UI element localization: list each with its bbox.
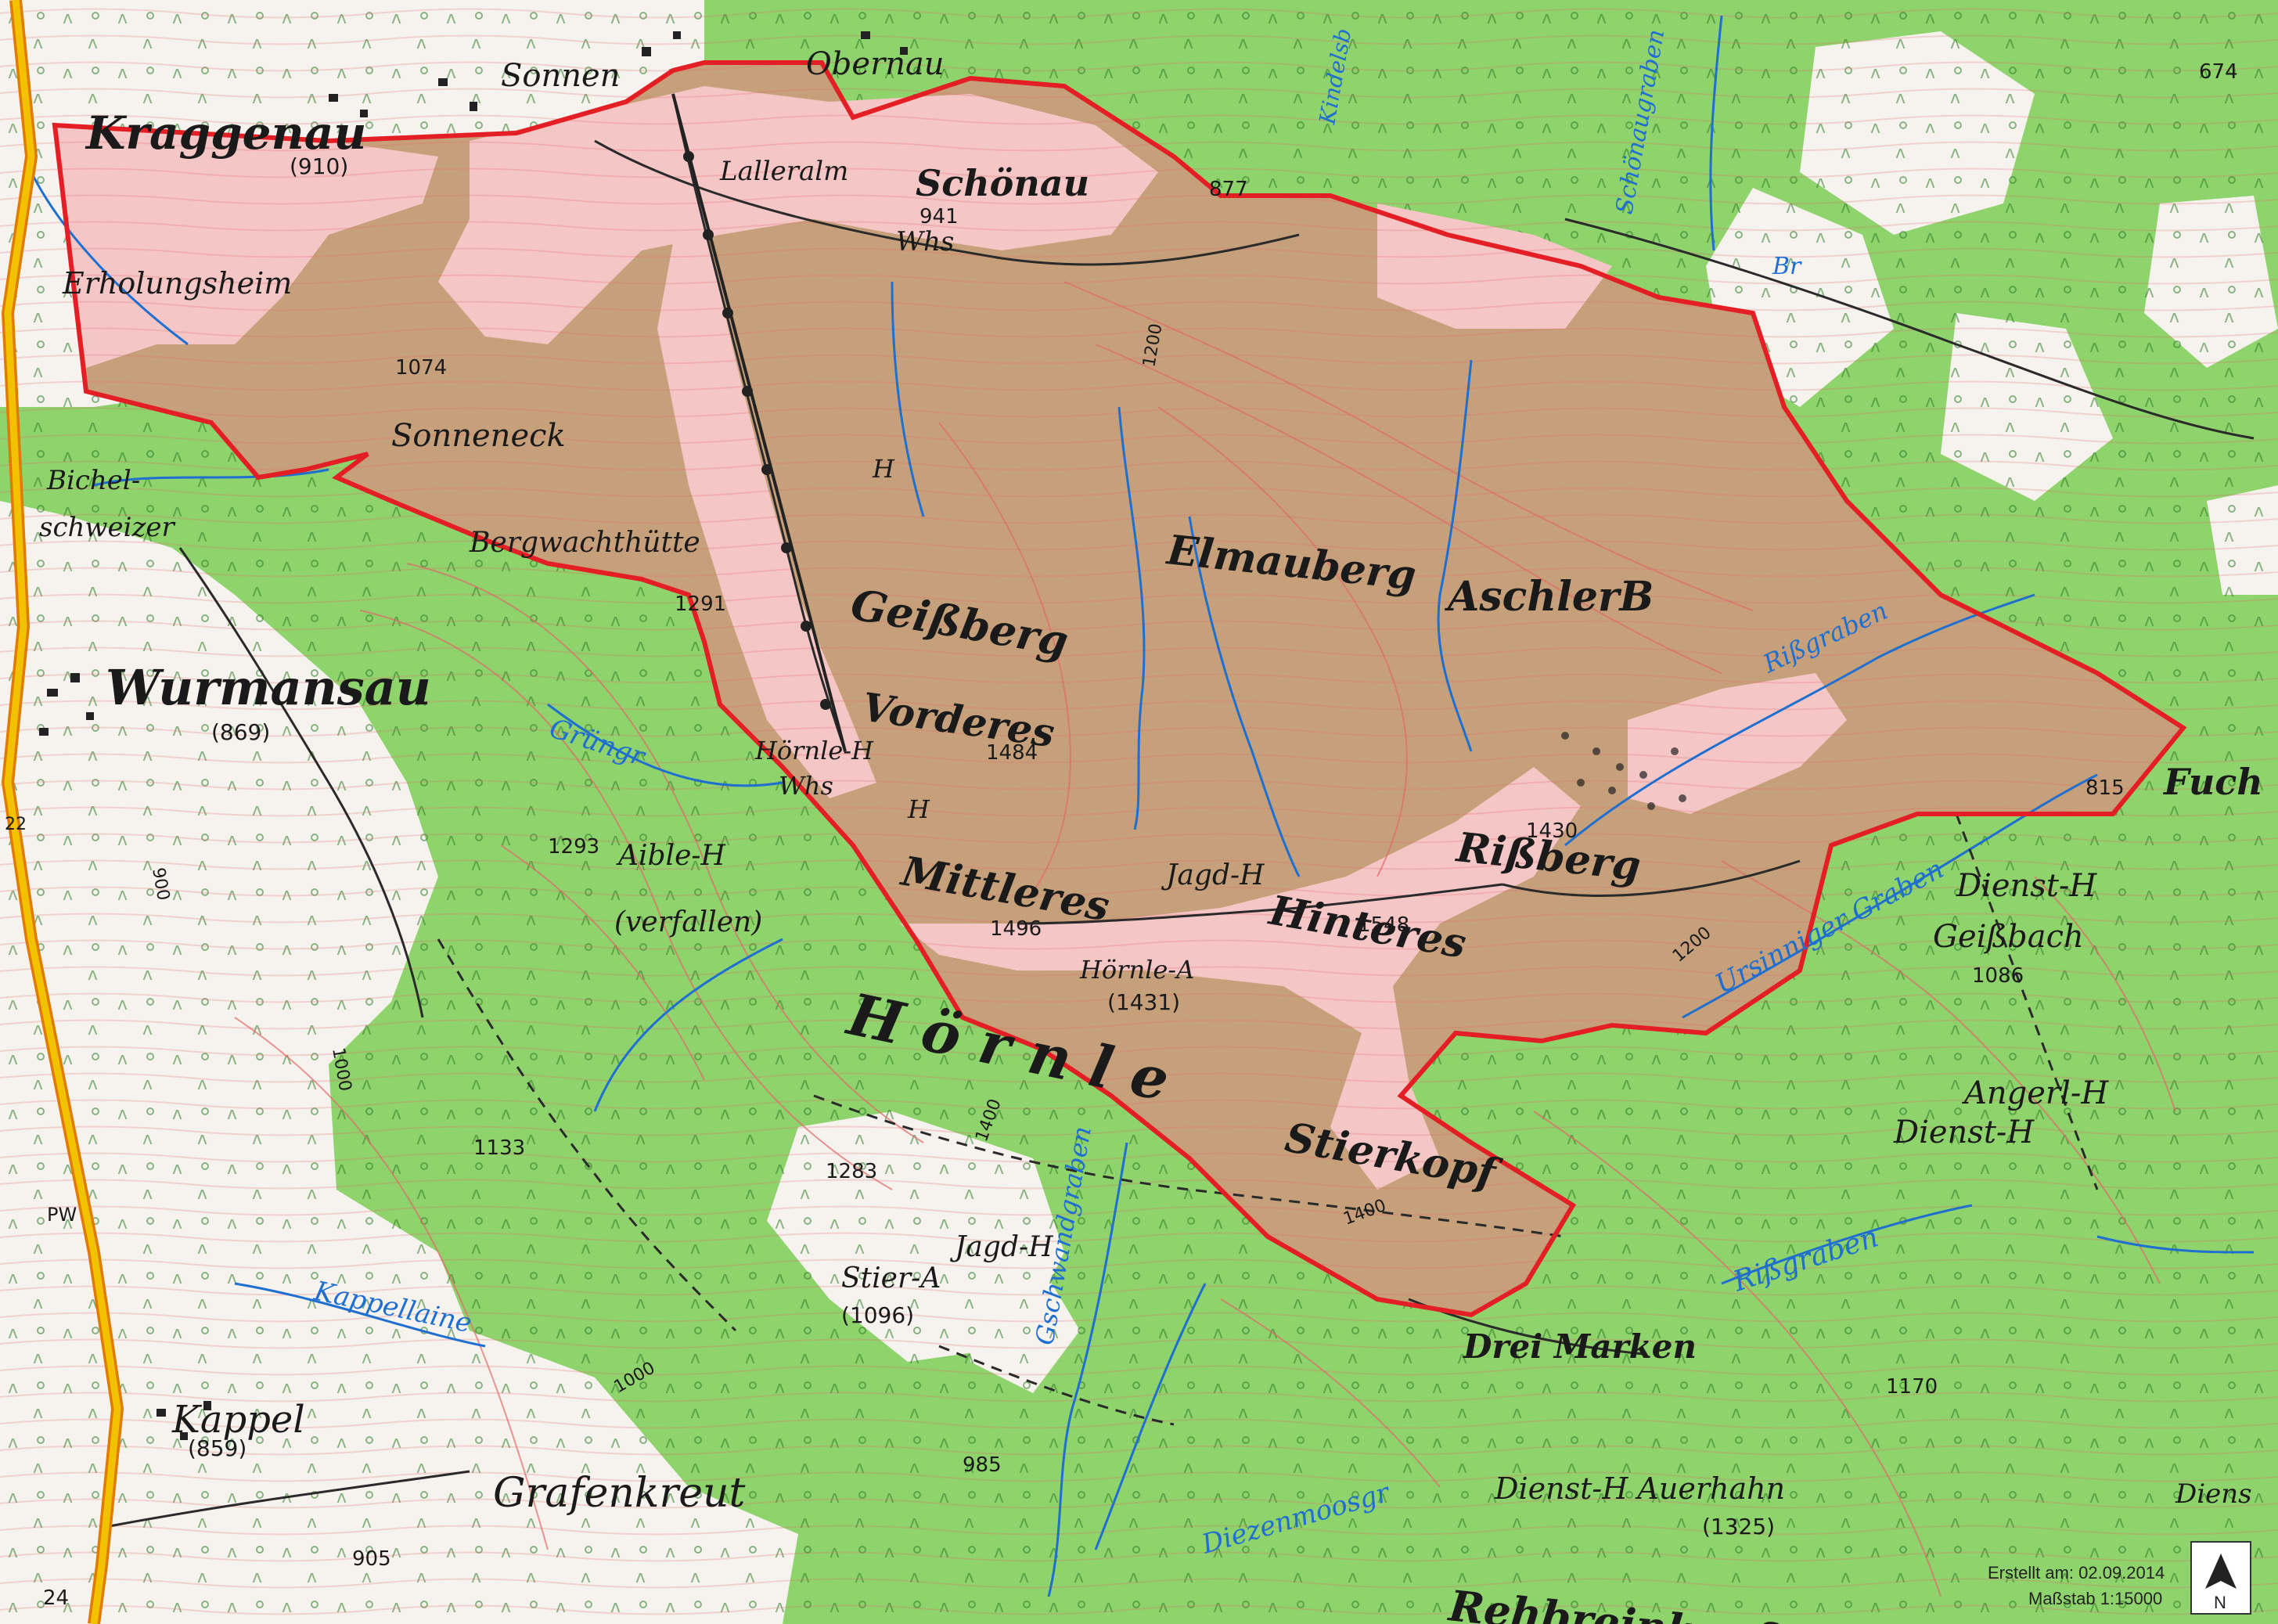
elev-905: 905	[352, 1547, 391, 1571]
elev-985: 985	[963, 1453, 1002, 1477]
map-footer: Erstellt am: 02.09.2014 Maßstab 1:15000	[1988, 1563, 2165, 1608]
elev-1325: (1325)	[1702, 1514, 1775, 1539]
label-dienst-h-2: Dienst-H	[1893, 1114, 2035, 1150]
label-h-2: H	[907, 794, 930, 824]
elev-24: 24	[43, 1586, 69, 1610]
elev-910: (910)	[290, 153, 348, 179]
elev-1133: 1133	[473, 1136, 525, 1160]
label-hornle-h: Hörnle-H	[754, 736, 874, 765]
elev-674: 674	[2199, 60, 2238, 84]
elev-1170: 1170	[1886, 1375, 1938, 1399]
highway	[1, 0, 124, 1624]
elev-941: 941	[919, 205, 959, 229]
label-jagd-h-1: Jagd-H	[1161, 859, 1265, 891]
roads	[109, 93, 2255, 1528]
label-aible-h: Aible-H	[616, 840, 726, 872]
label-erholungsheim: Erholungsheim	[62, 266, 292, 301]
rock-areas	[1561, 732, 1686, 810]
elev-1496: 1496	[990, 917, 1042, 941]
label-verfallen: (verfallen)	[614, 906, 762, 938]
label-h-1: H	[872, 454, 895, 484]
protected-area-boundary[interactable]	[52, 60, 2187, 1318]
elev-1548: 1548	[1358, 913, 1409, 937]
elev-1096: (1096)	[841, 1302, 914, 1328]
label-whs-2: Whs	[779, 771, 833, 801]
label-hornle-a: Hörnle-A	[1079, 955, 1194, 985]
label-kraggenau: Kraggenau	[85, 106, 366, 160]
cable-car	[671, 93, 847, 752]
elev-1293: 1293	[548, 835, 599, 859]
label-drei-marken: Drei Marken	[1463, 1327, 1697, 1366]
label-aschlerb: AschlerB	[1444, 573, 1654, 621]
elev-1484: 1484	[986, 741, 1038, 765]
buildings	[39, 31, 908, 1440]
label-stier-a: Stier-A	[841, 1262, 941, 1295]
label-22: 22	[5, 815, 27, 834]
elev-1074: 1074	[395, 356, 447, 380]
contour-lines	[234, 281, 2176, 1597]
north-arrow-icon: N	[2190, 1541, 2251, 1615]
label-pw: PW	[47, 1204, 77, 1226]
elev-877: 877	[1209, 178, 1248, 201]
map-scale: Maßstab 1:15000	[2028, 1589, 2162, 1608]
label-obernau: Obernau	[806, 46, 945, 82]
label-schweizer: schweizer	[39, 512, 176, 543]
label-dienst-h-1: Dienst-H	[1956, 868, 2097, 904]
label-br: Br	[1772, 253, 1802, 280]
elev-815: 815	[2085, 776, 2125, 800]
label-jagd-h-2: Jagd-H	[949, 1231, 1053, 1263]
elev-859: (859)	[188, 1435, 247, 1461]
label-bergwachthutte: Bergwachthütte	[469, 527, 700, 559]
label-wurmansau: Wurmansau	[106, 659, 431, 716]
label-lalleralm: Lalleralm	[719, 156, 848, 187]
label-whs-1: Whs	[896, 226, 954, 257]
label-grafenkreut: Grafenkreut	[493, 1470, 746, 1517]
elevation-labels: (910) 941 877 674 1074 1291 (869) 1484 1…	[5, 60, 2238, 1610]
label-angerl-h: Angerl-H	[1961, 1075, 2109, 1111]
creation-date: Erstellt am: 02.09.2014	[1988, 1563, 2165, 1583]
label-fuch: Fuch	[2162, 761, 2263, 803]
elev-869: (869)	[211, 719, 270, 745]
streams	[30, 15, 2255, 1597]
elev-1283: 1283	[826, 1160, 877, 1183]
label-diens: Diens	[2175, 1478, 2252, 1510]
label-sonnen: Sonnen	[501, 58, 620, 94]
elev-1291: 1291	[675, 592, 726, 616]
label-schonau: Schönau	[916, 162, 1089, 204]
label-geissbach: Geißbach	[1933, 919, 2084, 955]
label-bichel: Bichel-	[46, 465, 140, 496]
label-dienst-h-auerhahn: Dienst-H Auerhahn	[1494, 1471, 1785, 1506]
footpaths	[437, 813, 2099, 1426]
label-sonneneck: Sonneneck	[391, 418, 566, 454]
label-kappel: Kappel	[171, 1398, 305, 1442]
elev-1430: 1430	[1526, 819, 1578, 843]
elev-1086: 1086	[1972, 964, 2024, 988]
north-label: N	[2214, 1593, 2226, 1612]
elev-1431: (1431)	[1107, 989, 1180, 1015]
